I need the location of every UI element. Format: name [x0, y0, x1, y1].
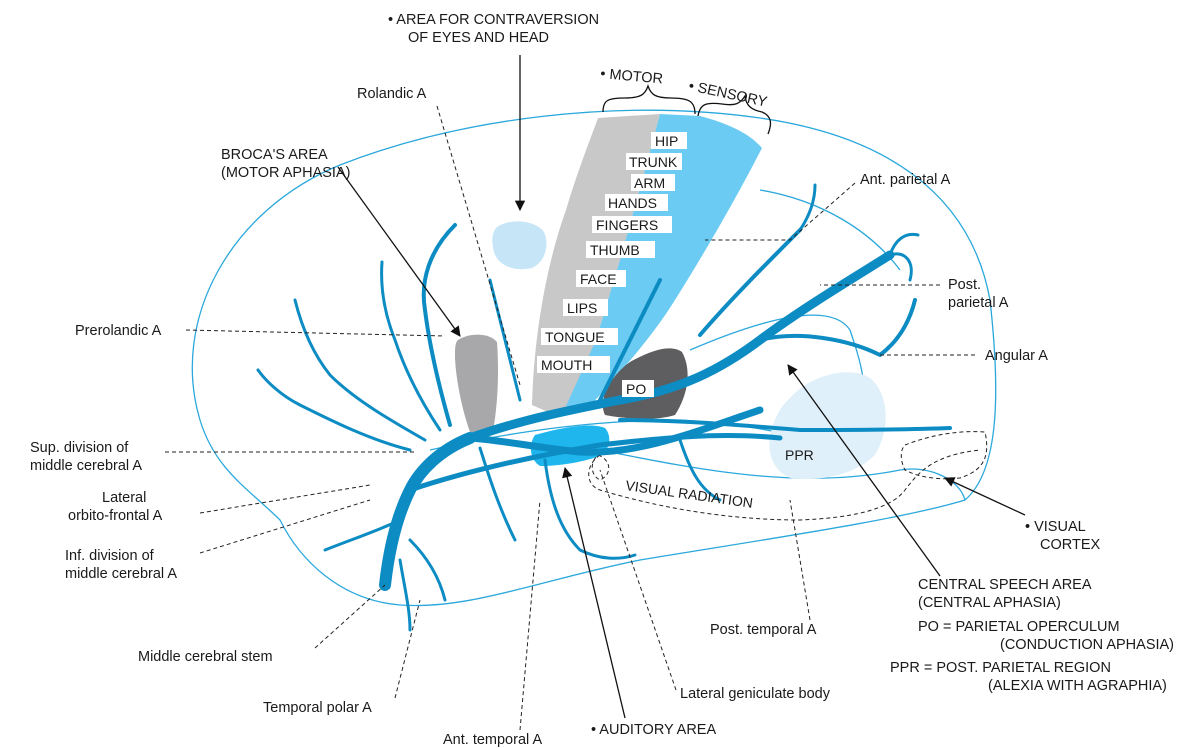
broca-label-1: BROCA'S AREA: [221, 147, 328, 163]
rolandic-label: Rolandic A: [357, 86, 427, 102]
ant-temporal-label: Ant. temporal A: [443, 732, 542, 748]
po-def-label-2: (CONDUCTION APHASIA): [1000, 637, 1174, 653]
sup-div-label-1: Sup. division of: [30, 440, 129, 456]
angular-label: Angular A: [985, 348, 1048, 364]
broca-label-2: (MOTOR APHASIA): [221, 165, 350, 181]
temporal-polar-leader: [394, 599, 421, 699]
lateral-geniculate-label: Lateral geniculate body: [680, 686, 831, 702]
central-label-1: CENTRAL SPEECH AREA: [918, 577, 1092, 593]
brain-outline: [191, 109, 997, 607]
contraversion-label-2: OF EYES AND HEAD: [408, 30, 549, 46]
ppr-def-label-2: (ALEXIA WITH AGRAPHIA): [988, 678, 1167, 694]
broca-arrow: [337, 166, 461, 337]
contraversion-label-1: • AREA FOR CONTRAVERSION: [388, 12, 599, 28]
ant-parietal-leader: [705, 182, 856, 241]
visual-label-1: • VISUAL: [1025, 519, 1086, 535]
post-parietal-label-1: Post.: [948, 277, 981, 293]
mid-stem-label: Middle cerebral stem: [138, 649, 273, 665]
broca-area: [455, 334, 498, 437]
ppr-area: [769, 372, 886, 480]
visual-radiation-path: [588, 449, 981, 521]
contraversion-area: [492, 221, 547, 270]
motor-label: • MOTOR: [600, 66, 664, 87]
ant-parietal-label: Ant. parietal A: [860, 172, 951, 188]
hom-thumb: THUMB: [590, 242, 640, 258]
hom-mouth: MOUTH: [541, 357, 592, 373]
hom-arm: ARM: [634, 175, 665, 191]
prerolandic-leader: [185, 329, 446, 337]
mid-stem-leader: [314, 584, 386, 649]
visual-radiation-label: VISUAL RADIATION: [625, 477, 754, 511]
lateral-geniculate-leader: [599, 469, 677, 691]
post-temporal-label: Post. temporal A: [710, 622, 817, 638]
visual-arrow: [944, 477, 1026, 516]
hom-trunk: TRUNK: [629, 154, 678, 170]
motor-brace: [602, 83, 696, 115]
lateral-label-1: Lateral: [102, 490, 146, 506]
inf-div-label-2: middle cerebral A: [65, 566, 177, 582]
auditory-arrow: [562, 466, 626, 719]
po-label: PO: [626, 381, 646, 397]
hom-hip: HIP: [655, 133, 678, 149]
ppr-label: PPR: [785, 447, 814, 463]
lateral-leader: [199, 484, 371, 514]
homunculus-labels: HIP TRUNK ARM HANDS FINGERS THUMB FACE L…: [537, 132, 687, 373]
ppr-def-label-1: PPR = POST. PARIETAL REGION: [890, 660, 1111, 676]
inf-div-leader: [199, 499, 371, 554]
visual-cortex-outline: [900, 431, 988, 480]
auditory-label: • AUDITORY AREA: [591, 722, 716, 738]
hom-tongue: TONGUE: [545, 329, 605, 345]
central-label-2: (CENTRAL APHASIA): [918, 595, 1061, 611]
lateral-geniculate-loop: [591, 454, 610, 481]
artery-tree: [256, 183, 952, 632]
inf-div-label-1: Inf. division of: [65, 548, 155, 564]
hom-face: FACE: [580, 271, 617, 287]
prerolandic-label: Prerolandic A: [75, 323, 162, 339]
hom-lips: LIPS: [567, 300, 597, 316]
temporal-polar-label: Temporal polar A: [263, 700, 372, 716]
sup-div-label-2: middle cerebral A: [30, 458, 142, 474]
hom-fingers: FINGERS: [596, 217, 658, 233]
hom-hands: HANDS: [608, 195, 657, 211]
post-temporal-leader: [789, 499, 811, 621]
post-parietal-label-2: parietal A: [948, 295, 1009, 311]
lateral-label-2: orbito-frontal A: [68, 508, 163, 524]
visual-label-2: CORTEX: [1040, 537, 1100, 553]
sensory-brace: [697, 94, 772, 135]
po-def-label-1: PO = PARIETAL OPERCULUM: [918, 619, 1120, 635]
central-arrow: [787, 364, 941, 577]
sensory-label: • SENSORY: [687, 78, 769, 110]
ant-temporal-leader: [519, 499, 541, 731]
